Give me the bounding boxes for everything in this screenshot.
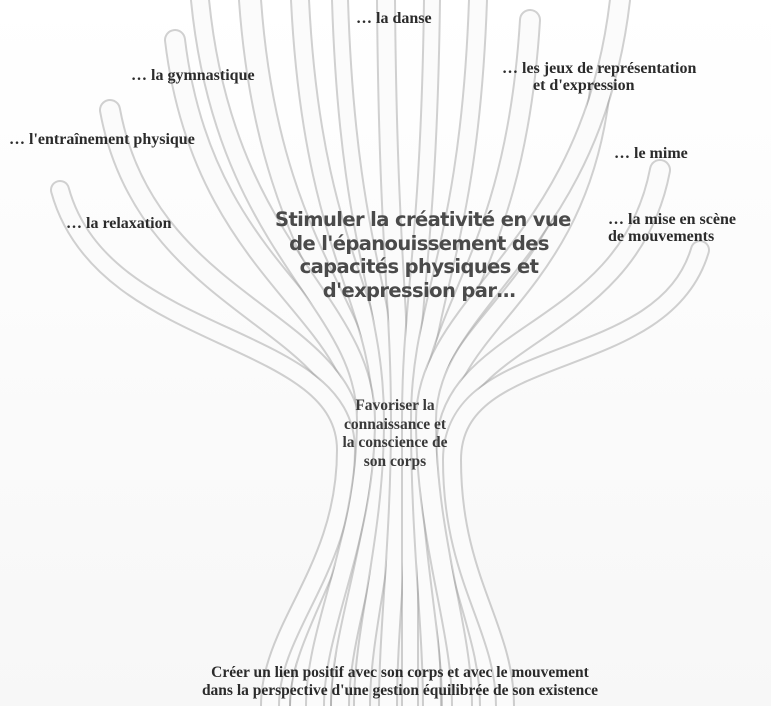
ribbon [436, 161, 669, 706]
ribbon [192, 0, 375, 706]
ribbon [402, 0, 439, 706]
activity-entrainement: … l'entraînement physique [9, 131, 195, 148]
bottom-text: Créer un lien positif avec son corps et … [120, 664, 680, 700]
ribbon [333, 0, 400, 706]
ribbon-group [50, 0, 710, 706]
main-heading: Stimuler la créativité en vue de l'épano… [275, 208, 571, 302]
activity-jeux: … les jeux de représentation et d'expres… [502, 60, 696, 94]
ribbon [378, 0, 409, 706]
main-heading-line3: capacités physiques et [299, 255, 539, 278]
activity-jeux-line1: … les jeux de représentation [502, 60, 697, 77]
activity-jeux-line2: et d'expression [533, 77, 635, 94]
activity-mime: … le mime [614, 145, 688, 162]
center-text-line2: connaissance et [343, 415, 447, 433]
main-heading-line2: de l'épanouissement des [289, 231, 549, 255]
ribbon [416, 0, 629, 706]
ribbon [428, 81, 609, 706]
center-text-line4: son corps [363, 452, 427, 470]
activity-relaxation: … la relaxation [66, 215, 172, 232]
activity-danse: … la danse [356, 10, 432, 27]
ribbon [443, 242, 708, 706]
activity-mise-line2: de mouvements [608, 228, 715, 245]
ribbon [52, 182, 355, 706]
center-text-line1: Favoriser la [355, 397, 435, 414]
ribbon [292, 0, 391, 706]
center-text-line3: la conscience de [342, 434, 448, 451]
main-heading-line4: d'expression par… [322, 278, 516, 302]
activity-mise-line1: … la mise en scène [608, 211, 736, 228]
bottom-text-line2: dans la perspective d'une gestion équili… [201, 682, 599, 699]
activity-mise-en-scene: … la mise en scène de mouvements [608, 211, 736, 245]
main-heading-line1: Stimuler la créativité en vue [275, 208, 571, 231]
center-text: Favoriser la connaissance et la conscien… [330, 397, 460, 471]
activity-gymnastique: … la gymnastique [131, 67, 255, 84]
bottom-text-line1: Créer un lien positif avec son corps et … [211, 664, 589, 681]
